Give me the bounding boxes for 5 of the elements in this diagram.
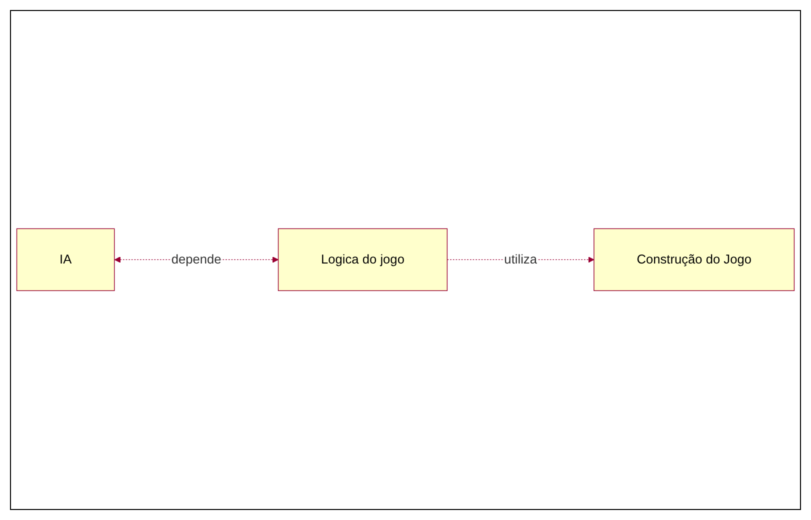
node-box: Logica do jogo [278,228,448,292]
node-box: Construção do Jogo [594,228,795,292]
edge-label: depende [171,252,222,267]
node-box: IA [16,228,115,292]
edge-label: utiliza [504,252,537,267]
